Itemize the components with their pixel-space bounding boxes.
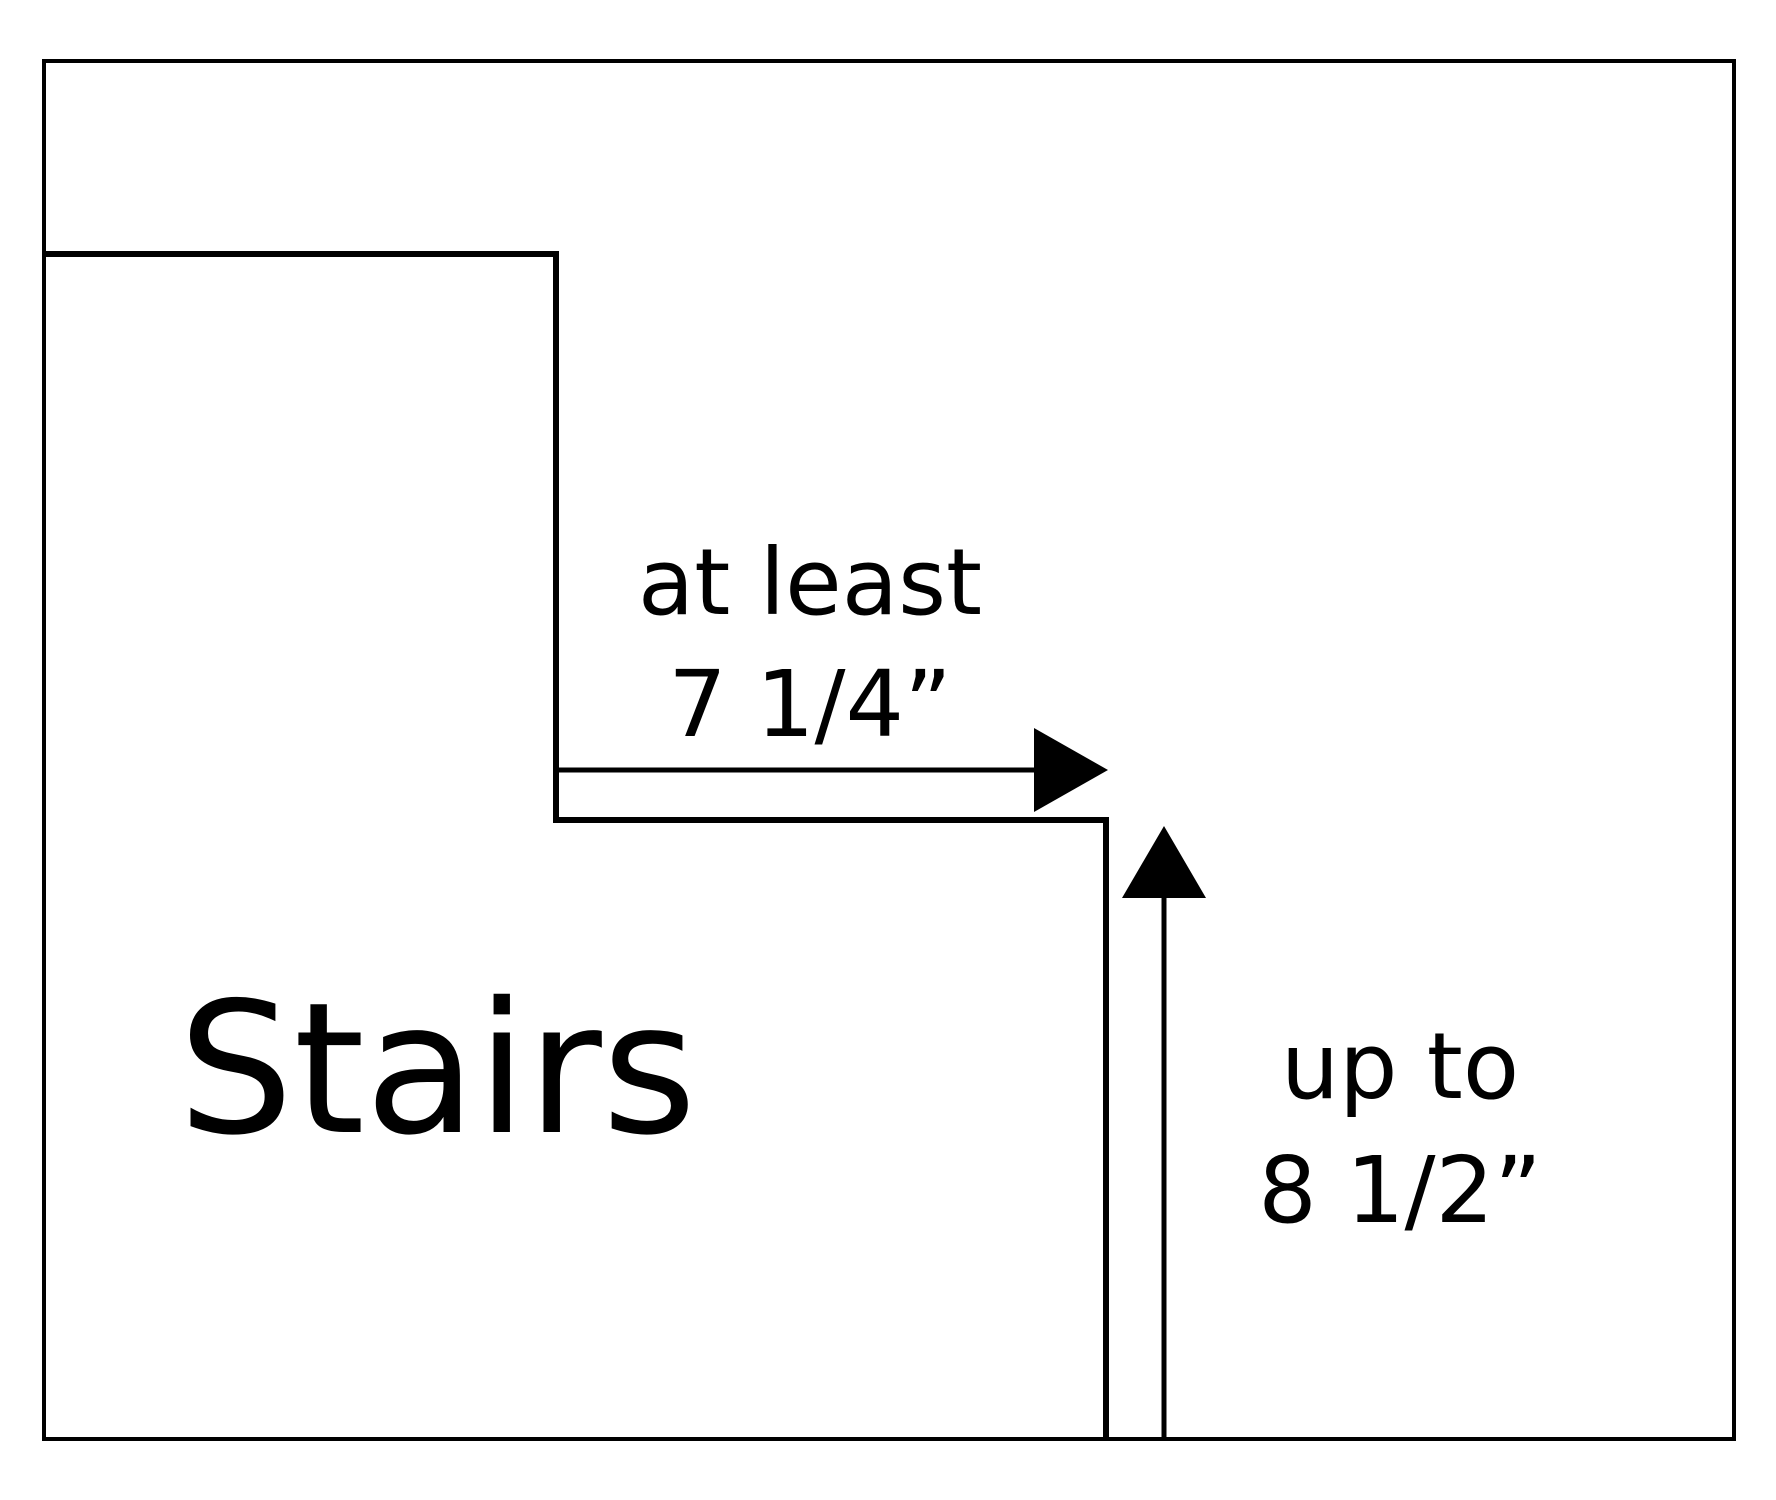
tread-label-line2: 7 1/4” [668, 651, 952, 758]
stair-step-outline [44, 251, 1109, 1439]
outer-frame [42, 59, 1736, 1441]
riser-label-line1: up to [1281, 1013, 1519, 1120]
stairs-label: Stairs [178, 963, 697, 1175]
riser-label-line2: 8 1/2” [1258, 1137, 1542, 1244]
riser-arrow-head [1122, 826, 1206, 898]
tread-arrow-head [1034, 728, 1108, 812]
tread-label-line1: at least [638, 529, 982, 636]
